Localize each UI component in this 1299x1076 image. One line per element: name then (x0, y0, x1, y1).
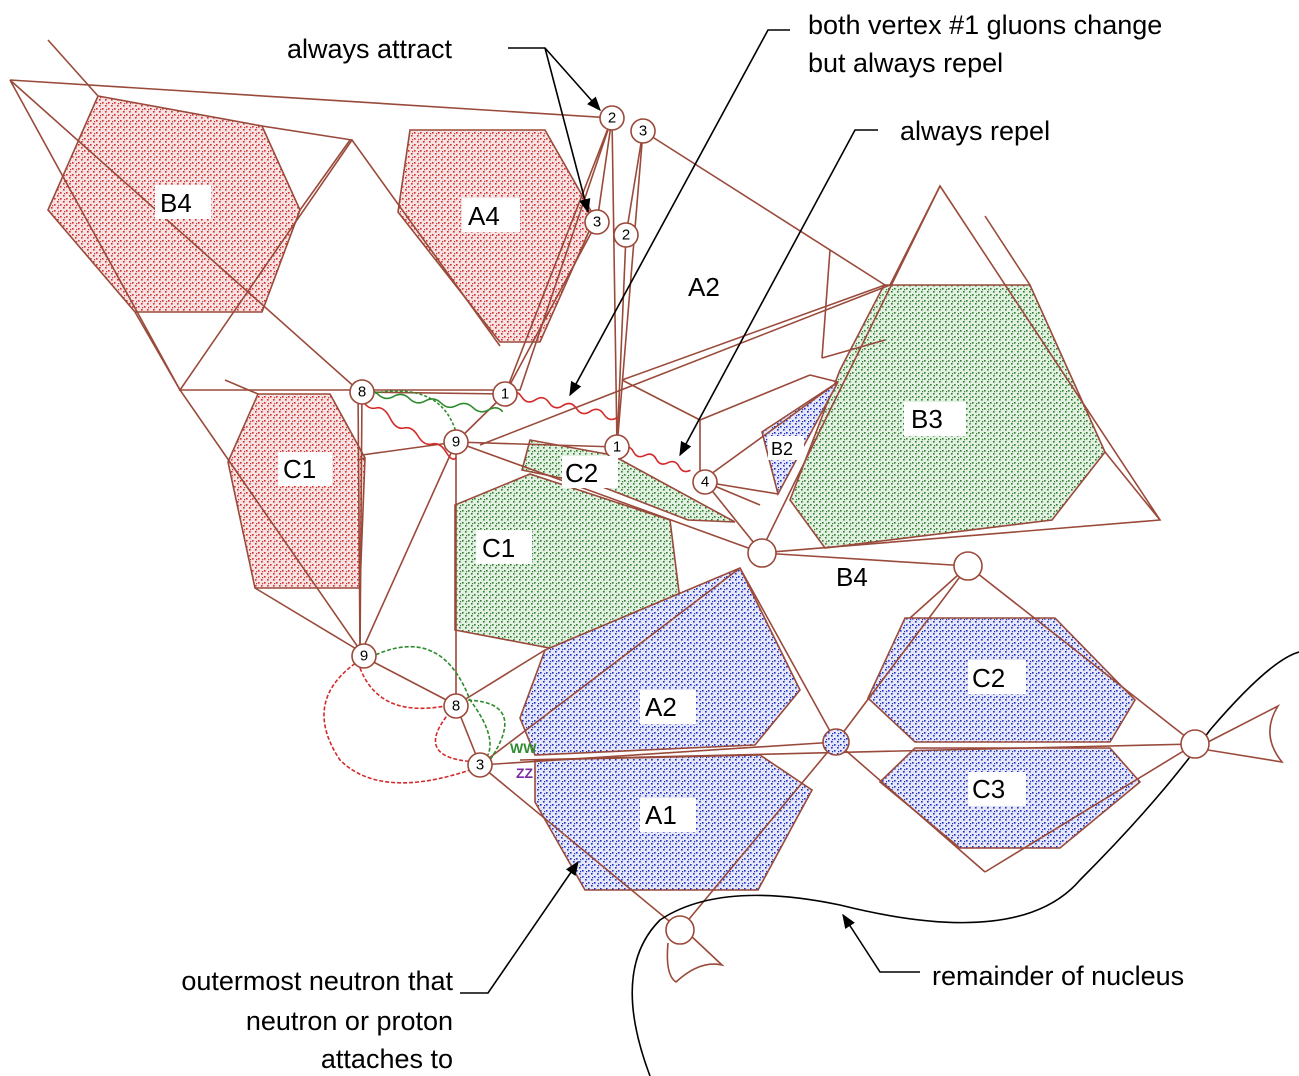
region-label-red-b4: B4 (160, 188, 192, 218)
region-label-blue-a2: A2 (645, 692, 677, 722)
svg-text:4: 4 (701, 474, 709, 491)
region-label-blue-c3: C3 (972, 774, 1005, 804)
gluon-lines (323, 389, 691, 784)
svg-text:8: 8 (358, 384, 366, 401)
nucleus-remainder-curve (631, 651, 1299, 1076)
svg-text:1: 1 (501, 386, 509, 403)
svg-text:1: 1 (613, 439, 621, 456)
vertex-9a: 9 (443, 429, 469, 455)
vertex-node-blue (822, 728, 850, 756)
annotation-gluons-line1: both vertex #1 gluons change (808, 10, 1162, 40)
annotation-leaders (460, 29, 920, 994)
annotation-outermost-line3: attaches to (321, 1044, 453, 1074)
annotation-always-attract: always attract (287, 34, 453, 64)
region-label-green-b3: B3 (911, 404, 943, 434)
svg-text:3: 3 (593, 214, 601, 231)
vertex-3a: 3 (630, 118, 656, 144)
region-label-blue-a1: A1 (645, 800, 677, 830)
vertex-node (953, 551, 983, 581)
region-label-red-a4: A4 (468, 201, 500, 231)
svg-text:9: 9 (452, 434, 460, 451)
annotation-always-repel: always repel (900, 116, 1050, 146)
svg-text:2: 2 (622, 227, 630, 244)
annotation-outermost-line1: outermost neutron that (181, 966, 453, 996)
region-label-green-c2: C2 (565, 458, 598, 488)
vertex-3c: 3 (467, 752, 493, 778)
annotation-remainder: remainder of nucleus (932, 961, 1184, 991)
svg-text:2: 2 (608, 110, 616, 127)
vertex-3b: 3 (584, 209, 610, 235)
vertex-8a: 8 (349, 379, 375, 405)
vertex-node (747, 538, 777, 568)
svg-text:3: 3 (476, 757, 484, 774)
vertex-9b: 9 (351, 643, 377, 669)
svg-text:3: 3 (639, 123, 647, 140)
region-label-a2-white: A2 (688, 272, 720, 302)
vertex-2a: 2 (599, 105, 625, 131)
vertex-4: 4 (692, 469, 718, 495)
vertex-1a: 1 (492, 381, 518, 407)
vertex-8b: 8 (443, 693, 469, 719)
zz-label: ZZ (516, 765, 534, 781)
vertex-2b: 2 (613, 222, 639, 248)
svg-text:9: 9 (360, 648, 368, 665)
region-label-green-c1: C1 (482, 533, 515, 563)
ww-label: WW (510, 740, 537, 756)
region-label-b4-bottom: B4 (836, 562, 868, 592)
vertex-node (1180, 729, 1210, 759)
vertex-1b: 1 (604, 434, 630, 460)
region-label-red-c1: C1 (283, 454, 316, 484)
vertex-node (665, 915, 695, 945)
region-label-blue-c2: C2 (972, 663, 1005, 693)
region-label-blue-b2: B2 (771, 439, 793, 459)
annotation-gluons-line2: but always repel (808, 48, 1003, 78)
svg-text:8: 8 (452, 698, 460, 715)
annotation-outermost-line2: neutron or proton (246, 1006, 453, 1036)
